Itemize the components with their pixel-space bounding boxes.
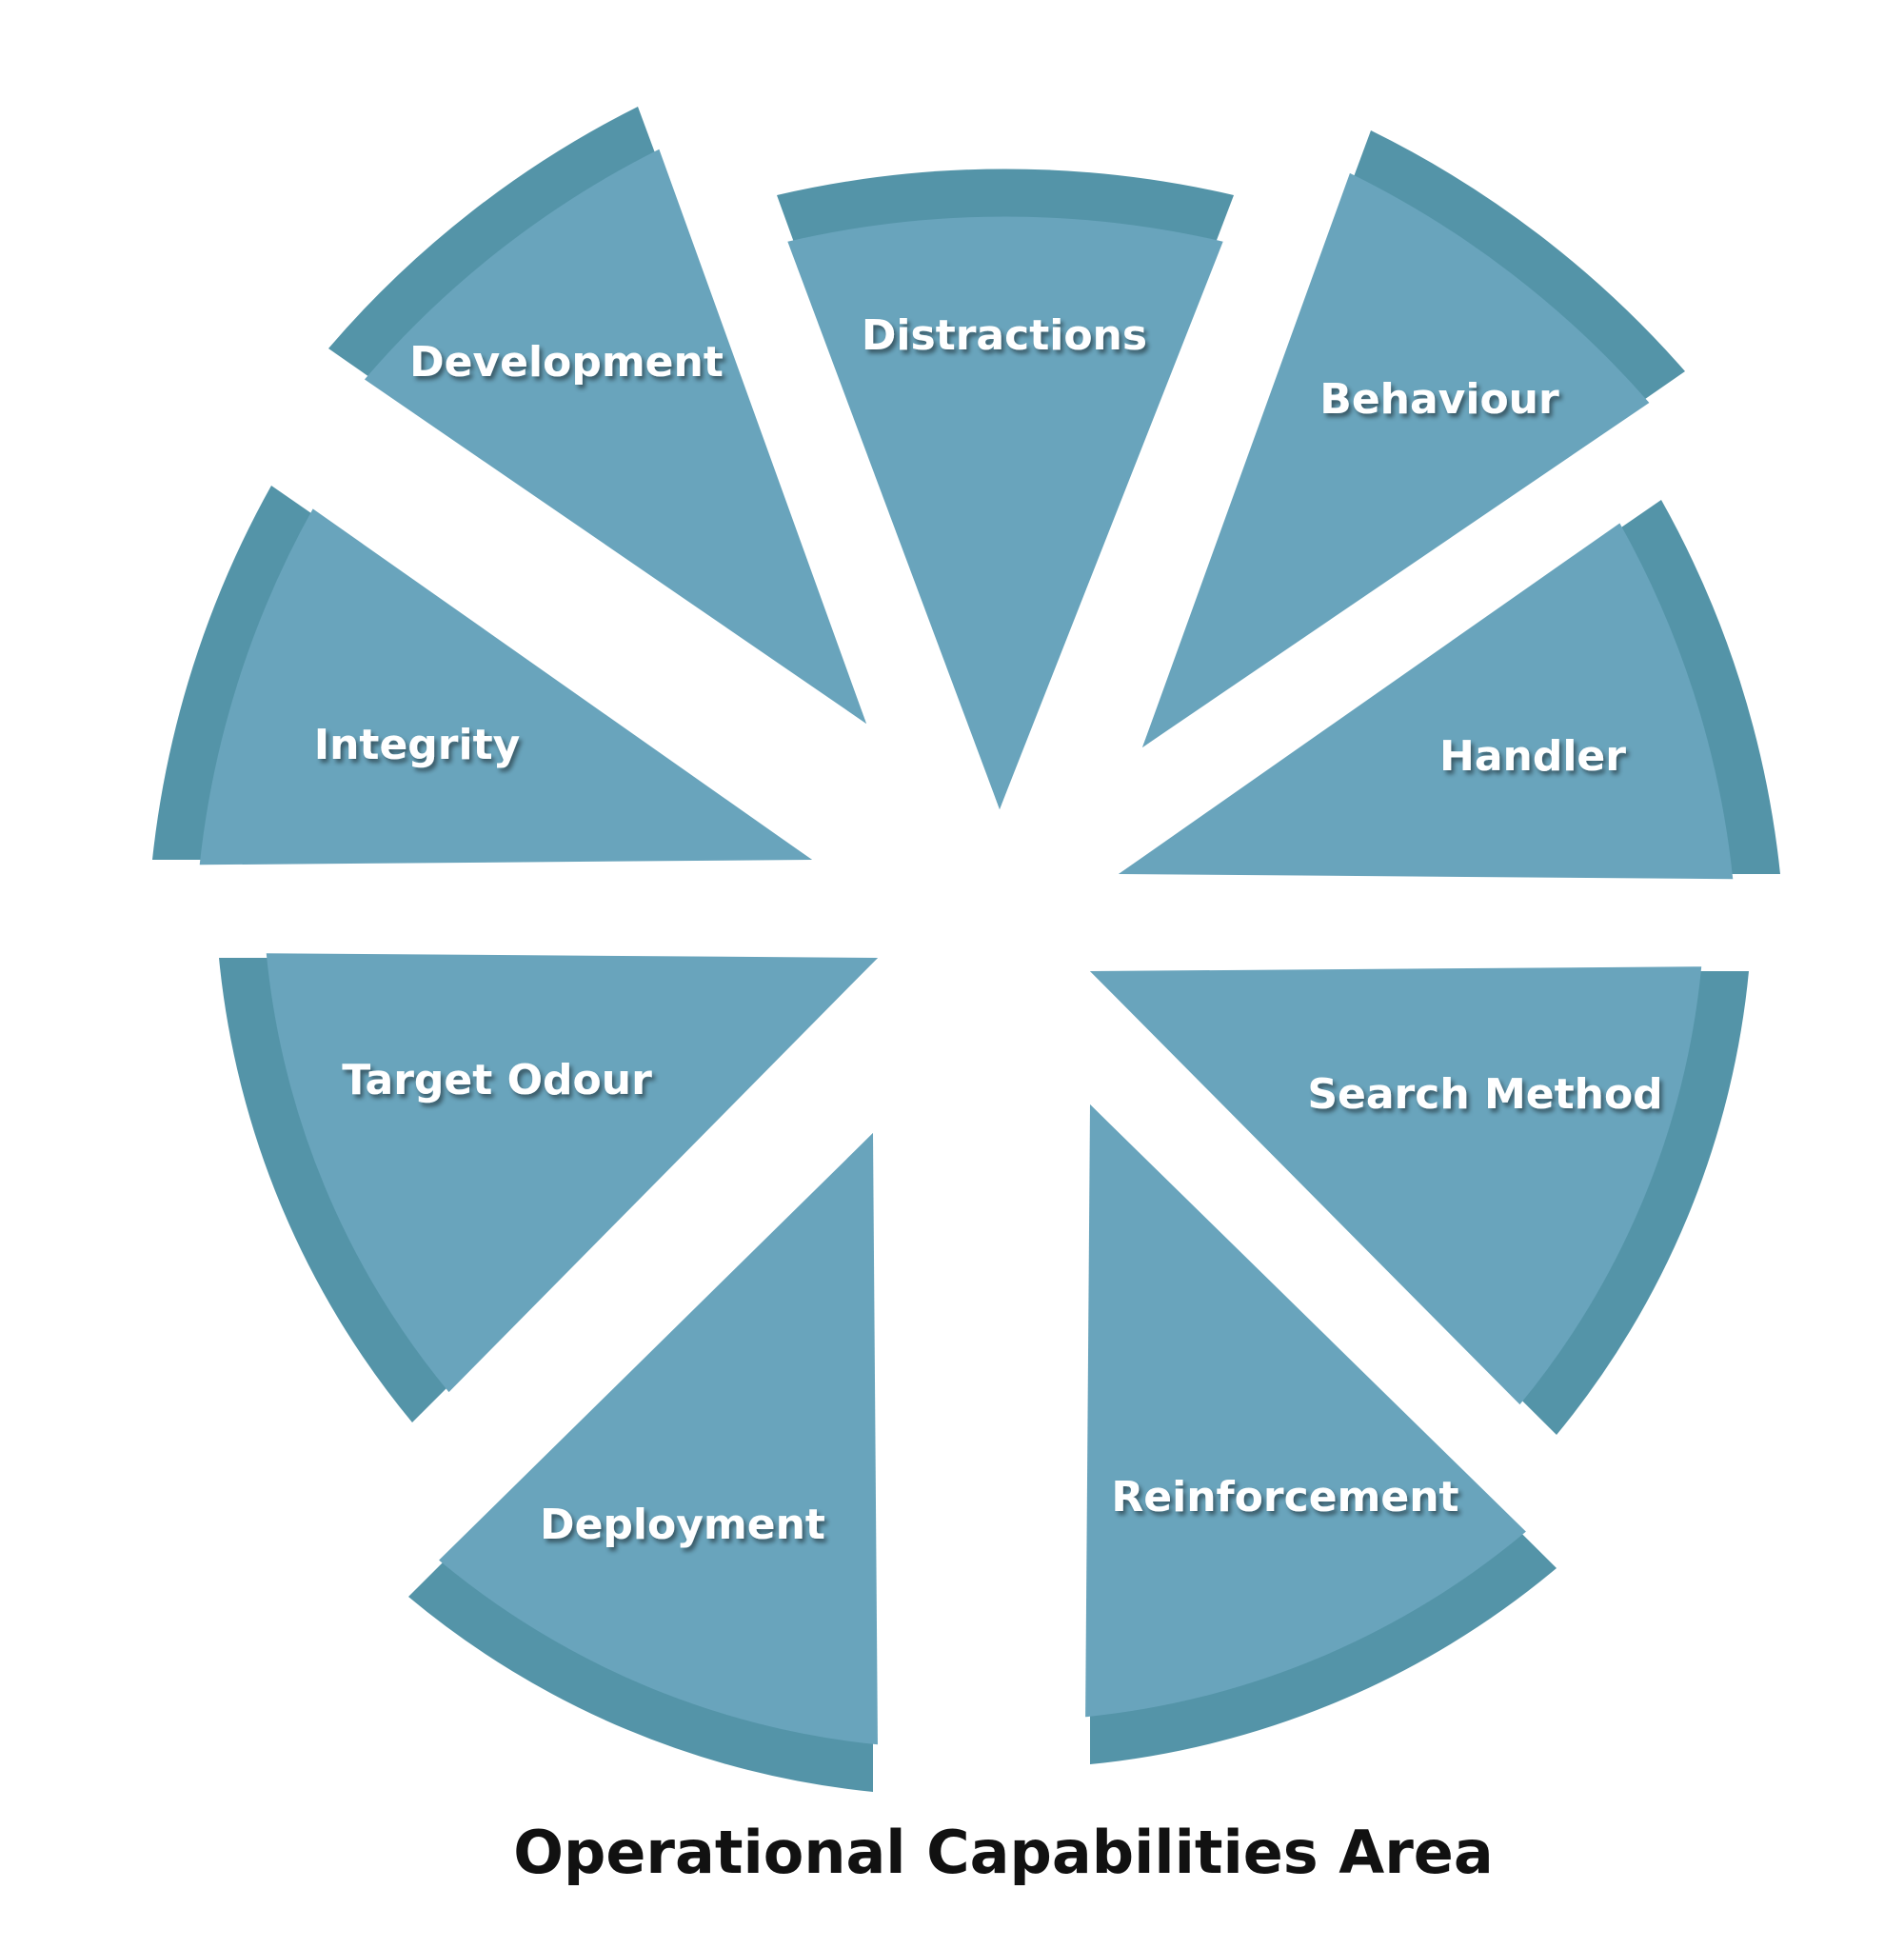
segment-fill <box>439 1133 878 1745</box>
segments-layer <box>152 107 1780 1792</box>
segment-fill <box>266 953 878 1393</box>
segment-label-integrity: Integrity <box>314 721 521 769</box>
segment-label-handler: Handler <box>1439 732 1626 781</box>
segment-fill <box>1090 966 1702 1405</box>
diagram-caption: Operational Capabilities Area <box>513 1818 1493 1887</box>
segment-label-search-method: Search Method <box>1307 1070 1662 1119</box>
segment-fill <box>787 216 1223 809</box>
segment-label-deployment: Deployment <box>540 1501 825 1549</box>
segment-label-behaviour: Behaviour <box>1319 375 1559 424</box>
segment-fill <box>1085 1104 1526 1718</box>
segment-fill <box>364 149 867 724</box>
segment-fill <box>199 508 812 865</box>
segment-fill <box>1119 523 1734 880</box>
segment-labels: Distractions Behaviour Handler Search Me… <box>314 311 1663 1549</box>
segment-label-distractions: Distractions <box>862 311 1147 360</box>
segment-fill <box>1142 172 1650 747</box>
segment-label-reinforcement: Reinforcement <box>1111 1473 1458 1521</box>
segment-label-target-odour: Target Odour <box>342 1056 652 1104</box>
segment-label-development: Development <box>409 338 724 387</box>
